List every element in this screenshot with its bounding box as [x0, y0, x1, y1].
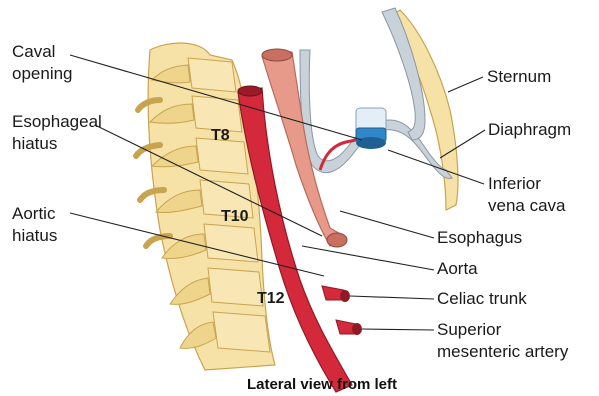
label-caval-opening-line1: Caval: [12, 42, 55, 61]
vertebra-label-t8: T8: [211, 127, 230, 144]
label-aortic-hiatus-line2: hiatus: [12, 226, 57, 245]
label-esophageal-hiatus-line2: hiatus: [12, 134, 57, 153]
leader-sternum: [448, 77, 483, 92]
label-superior-mesenteric-artery-line2: mesenteric artery: [437, 342, 569, 361]
label-diaphragm: Diaphragm: [488, 120, 571, 139]
leader-esophagus: [340, 211, 434, 238]
label-sternum: Sternum: [487, 67, 551, 86]
label-aortic-hiatus-line1: Aortic: [12, 204, 56, 223]
vertebra-body-7: [213, 312, 270, 352]
vertebra-body-1: [188, 58, 236, 92]
vertebra-label-t12: T12: [257, 290, 285, 307]
vertebra-body-6: [208, 268, 263, 306]
leader-celiac-trunk: [350, 296, 434, 299]
leader-superior-mesenteric-artery: [362, 329, 434, 330]
leader-inferior-vena-cava: [388, 150, 484, 184]
label-caval-opening-line2: opening: [12, 64, 73, 83]
vertebra-label-t10: T10: [221, 208, 249, 225]
label-esophageal-hiatus-line1: Esophageal: [12, 112, 102, 131]
label-esophagus: Esophagus: [437, 228, 522, 247]
label-inferior-vena-cava-line2: vena cava: [488, 196, 566, 215]
vertebra-body-5: [204, 224, 258, 262]
leader-aorta: [302, 246, 434, 270]
label-celiac-trunk: Celiac trunk: [437, 289, 527, 308]
label-superior-mesenteric-artery-line1: Superior: [437, 320, 502, 339]
label-aorta: Aorta: [437, 259, 478, 278]
label-inferior-vena-cava-line1: Inferior: [488, 174, 541, 193]
figure-caption: Lateral view from left: [247, 376, 397, 393]
